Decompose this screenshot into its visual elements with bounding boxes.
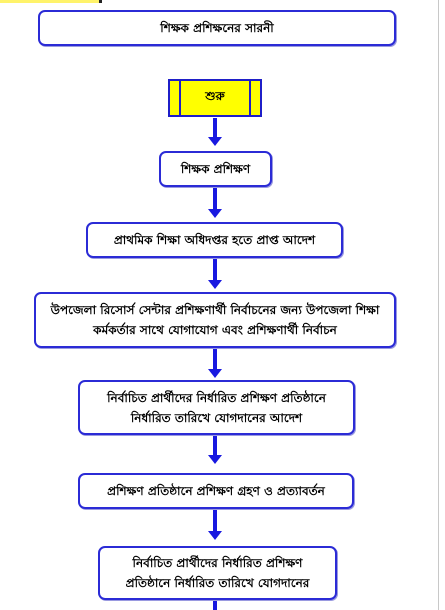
arrow-head: [208, 137, 222, 146]
step-box-6: নির্বাচিত প্রার্থীদের নির্ধারিত প্রশিক্ষ…: [98, 546, 337, 600]
start-terminal: শুরু: [168, 79, 262, 117]
step-box-2: প্রাথমিক শিক্ষা অধিদপ্তর হতে প্রাপ্ত আদে…: [86, 222, 343, 258]
flow-arrow-continuation: [208, 601, 222, 610]
arrow-shaft: [213, 349, 217, 370]
arrow-shaft: [213, 118, 217, 138]
arrow-head: [208, 455, 222, 464]
step-box-4: নির্বাচিত প্রার্থীদের নির্ধারিত প্রশিক্ষ…: [78, 380, 355, 435]
top-highlight-mark: [0, 0, 100, 3]
step-box-3: উপজেলা রিসোর্স সেন্টার প্রশিক্ষণার্থী নি…: [34, 292, 396, 348]
arrow-shaft: [213, 601, 217, 610]
arrow-shaft: [213, 436, 217, 456]
flowchart-title-box: শিক্ষক প্রশিক্ষনের সারনী: [38, 10, 396, 46]
flowchart-title: শিক্ষক প্রশিক্ষনের সারনী: [160, 20, 274, 35]
flow-arrow-2: [208, 188, 222, 218]
flow-arrow-1: [208, 118, 222, 146]
step-label-2: প্রাথমিক শিক্ষা অধিদপ্তর হতে প্রাপ্ত আদে…: [113, 232, 316, 247]
flow-arrow-6: [208, 510, 222, 540]
top-dot-mark: [99, 0, 102, 3]
start-right-bar: [249, 81, 251, 115]
step-label-6: নির্বাচিত প্রার্থীদের নির্ধারিত প্রশিক্ষ…: [125, 556, 310, 590]
step-label-5: প্রশিক্ষণ প্রতিষ্ঠানে প্রশিক্ষণ গ্রহণ ও …: [107, 483, 325, 498]
step-label-1: শিক্ষক প্রশিক্ষণ: [180, 161, 251, 176]
arrow-shaft: [213, 188, 217, 210]
arrow-head: [208, 369, 222, 378]
step-box-1: শিক্ষক প্রশিক্ষণ: [159, 151, 272, 187]
page-edge-line: [438, 0, 439, 610]
step-label-4: নির্বাচিত প্রার্থীদের নির্ধারিত প্রশিক্ষ…: [107, 390, 326, 425]
start-left-bar: [179, 81, 181, 115]
arrow-head: [208, 280, 222, 289]
flow-arrow-5: [208, 436, 222, 464]
arrow-shaft: [213, 510, 217, 532]
arrow-head: [208, 531, 222, 540]
arrow-shaft: [213, 259, 217, 281]
step-label-3: উপজেলা রিসোর্স সেন্টার প্রশিক্ষণার্থী নি…: [50, 303, 380, 337]
flow-arrow-3: [208, 259, 222, 289]
start-label: শুরু: [205, 89, 225, 103]
arrow-head: [208, 209, 222, 218]
step-box-5: প্রশিক্ষণ প্রতিষ্ঠানে প্রশিক্ষণ গ্রহণ ও …: [78, 473, 354, 509]
flow-arrow-4: [208, 349, 222, 378]
